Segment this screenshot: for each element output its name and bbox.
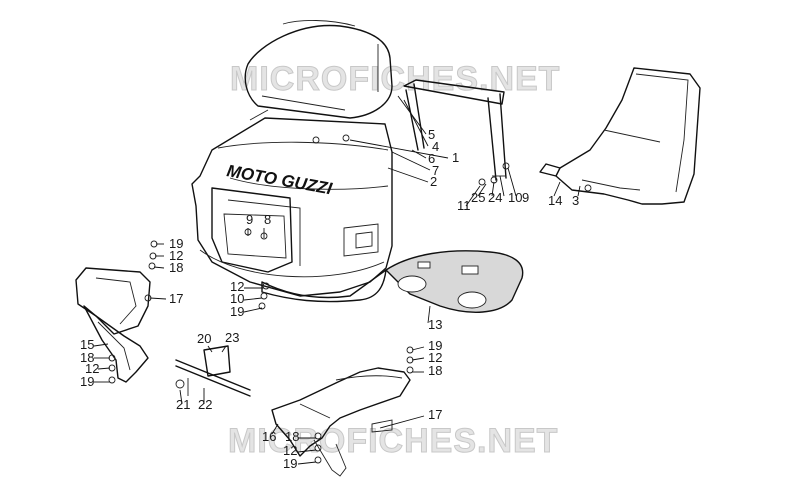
callout-label: 10 bbox=[508, 190, 522, 205]
watermark-top: MICROFICHES.NET bbox=[230, 60, 560, 98]
callout-label: 18 bbox=[169, 260, 183, 275]
front-fairing: MOTO GUZZI bbox=[191, 109, 393, 297]
callout-label: 21 bbox=[176, 397, 190, 412]
windscreen bbox=[244, 20, 393, 119]
callout-label: 13 bbox=[428, 317, 442, 332]
lower-right-fairing bbox=[271, 367, 411, 477]
leader-line bbox=[553, 181, 561, 197]
leader-line bbox=[297, 449, 317, 453]
callout-label: 16 bbox=[262, 429, 276, 444]
leader-line bbox=[477, 183, 487, 197]
leader-line bbox=[397, 95, 427, 135]
leader-line bbox=[411, 149, 427, 159]
callout-label: 9 bbox=[522, 190, 529, 205]
callout-label: 5 bbox=[428, 127, 435, 142]
right-side-panel bbox=[539, 67, 701, 205]
mounting-bracket bbox=[403, 79, 507, 181]
lower-skirt bbox=[261, 269, 387, 303]
callout-label: 10 bbox=[230, 291, 244, 306]
callout-label: 18 bbox=[80, 350, 94, 365]
leader-line bbox=[243, 297, 263, 301]
callout-label: 25 bbox=[471, 190, 485, 205]
callout-label: 12 bbox=[169, 248, 183, 263]
callout-label: 12 bbox=[428, 350, 442, 365]
callout-label: 20 bbox=[197, 331, 211, 346]
leader-line bbox=[379, 415, 425, 429]
leader-line bbox=[577, 185, 581, 197]
callout-label: 19 bbox=[80, 374, 94, 389]
leader-line bbox=[427, 305, 431, 324]
callout-label: 12 bbox=[230, 279, 244, 294]
callout-label: 4 bbox=[432, 139, 439, 154]
moto-guzzi-logo: MOTO GUZZI bbox=[225, 161, 334, 198]
callout-label: 6 bbox=[428, 151, 435, 166]
leader-line bbox=[507, 167, 517, 197]
callout-label: 22 bbox=[198, 397, 212, 412]
leader-line bbox=[243, 307, 263, 313]
left-side-piece bbox=[75, 267, 151, 335]
callout-label: 19 bbox=[230, 304, 244, 319]
left-lower-piece bbox=[83, 305, 149, 383]
callout-label: 8 bbox=[264, 212, 271, 227]
leader-line bbox=[207, 345, 213, 353]
leader-lines bbox=[93, 95, 581, 465]
leader-line bbox=[411, 346, 425, 351]
callout-label: 18 bbox=[428, 363, 442, 378]
leader-line bbox=[465, 185, 481, 207]
callout-label: 24 bbox=[488, 190, 502, 205]
leader-line bbox=[179, 389, 183, 405]
callout-label: 19 bbox=[169, 236, 183, 251]
leader-line bbox=[297, 461, 317, 465]
leader-line bbox=[391, 151, 431, 171]
callout-label: 3 bbox=[572, 193, 579, 208]
callout-label: 7 bbox=[432, 163, 439, 178]
leader-line bbox=[349, 139, 449, 159]
leader-line bbox=[387, 167, 429, 183]
callout-label: 19 bbox=[283, 456, 297, 471]
callout-label: 1 bbox=[452, 150, 459, 165]
rubber-mat bbox=[385, 250, 524, 313]
callout-label: 11 bbox=[457, 198, 471, 213]
callout-label: 17 bbox=[428, 407, 442, 422]
leader-line bbox=[149, 297, 167, 300]
callout-label: 17 bbox=[169, 291, 183, 306]
leader-line bbox=[153, 266, 165, 269]
support-rod bbox=[175, 345, 251, 397]
leader-line bbox=[221, 345, 227, 353]
callout-label: 14 bbox=[548, 193, 562, 208]
callout-label: 12 bbox=[85, 361, 99, 376]
callout-label: 19 bbox=[428, 338, 442, 353]
watermark-bottom: MICROFICHES.NET bbox=[228, 422, 558, 460]
callout-label: 18 bbox=[285, 429, 299, 444]
callout-labels: 1234567899101011121212121213141516171718… bbox=[80, 127, 579, 471]
leader-line bbox=[491, 181, 495, 197]
leader-line bbox=[93, 343, 109, 347]
leader-line bbox=[411, 357, 425, 361]
leader-line bbox=[97, 367, 111, 370]
leader-line bbox=[499, 175, 505, 197]
callout-label: 12 bbox=[283, 443, 297, 458]
callout-label: 23 bbox=[225, 330, 239, 345]
callout-label: 2 bbox=[430, 174, 437, 189]
leader-line bbox=[403, 99, 429, 147]
leader-line bbox=[271, 423, 279, 435]
callout-label: 15 bbox=[80, 337, 94, 352]
callout-label: 9 bbox=[246, 212, 253, 227]
